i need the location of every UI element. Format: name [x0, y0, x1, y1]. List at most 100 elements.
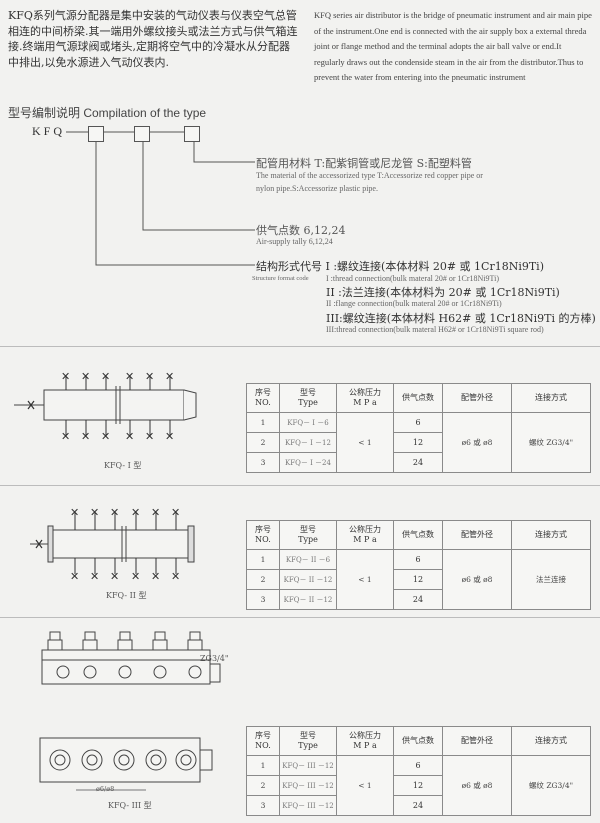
svg-text:✕: ✕: [61, 430, 70, 443]
cell-no: 2: [246, 775, 280, 796]
header-pressure-cn: 公称压力: [349, 388, 381, 397]
cell-pipe: ø6 或 ø8: [442, 549, 512, 610]
cell-no: 3: [246, 795, 280, 816]
header-pipe: 配管外径: [442, 726, 512, 756]
table-row: 2 KFQ－ I －12 12: [246, 432, 591, 453]
structure-label-en: Structure format code: [252, 275, 309, 282]
cell-points: 24: [393, 452, 443, 473]
cell-no: 2: [246, 432, 280, 453]
cell-type: KFQ－ III －12: [279, 775, 337, 796]
tally-label-cn: 供气点数 6,12,24: [256, 224, 346, 237]
material-label-en-2: nylon pipe.S:Accessorize plastic pipe.: [256, 184, 378, 193]
intro-english: KFQ series air distributor is the bridge…: [314, 10, 592, 82]
cell-points: 12: [393, 569, 443, 590]
header-pressure-en: M P a: [353, 741, 377, 750]
cell-points: 6: [393, 412, 443, 433]
header-no-cn: 序号: [255, 731, 271, 740]
header-no-en: NO.: [255, 741, 271, 750]
thread-spec-label: ZG3/4": [200, 654, 229, 663]
svg-text:✕: ✕: [101, 430, 110, 443]
cell-pressure: < 1: [336, 755, 394, 816]
divider-3: [0, 617, 600, 618]
table-row: 1 KFQ－ II －6 < 1 6 ø6 或 ø8 法兰连接: [246, 549, 591, 610]
header-type-cn: 型号: [300, 731, 316, 740]
header-pipe: 配管外径: [442, 383, 512, 413]
svg-text:✕: ✕: [81, 430, 90, 443]
cell-type: KFQ－ II －12: [279, 569, 337, 590]
table-row: 2 KFQ－ III －12 12: [246, 775, 591, 796]
svg-text:✕: ✕: [171, 570, 180, 583]
svg-text:✕: ✕: [110, 570, 119, 583]
cell-pipe: ø6 或 ø8: [442, 412, 512, 473]
header-pressure-cn: 公称压力: [349, 731, 381, 740]
cell-points: 6: [393, 755, 443, 776]
header-pressure-en: M P a: [353, 398, 377, 407]
code-box-material: [184, 126, 200, 142]
svg-text:✕: ✕: [145, 370, 154, 383]
cell-points: 24: [393, 795, 443, 816]
svg-text:✕: ✕: [61, 370, 70, 383]
header-conn: 连接方式: [511, 520, 591, 550]
pipe-dim-label: ø6/ø8: [96, 785, 115, 793]
header-conn: 连接方式: [511, 726, 591, 756]
svg-text:✕: ✕: [131, 506, 140, 519]
drawing-type-2: ✕✕✕ ✕✕✕ ✕✕✕ ✕✕✕: [30, 506, 195, 583]
tally-label-en: Air-supply tally 6,12,24: [256, 237, 333, 246]
cell-type: KFQ－ I －6: [279, 412, 337, 433]
table-row: 2 KFQ－ II －12 12: [246, 569, 591, 590]
table-row: 1 KFQ－ I －6 < 1 6 ø6 或 ø8 螺纹 ZG3/4": [246, 412, 591, 473]
material-label-cn: 配管用材料 T:配紫铜管或尼龙管 S:配塑料管: [256, 157, 472, 170]
cell-points: 6: [393, 549, 443, 570]
cell-type: KFQ－ III －12: [279, 795, 337, 816]
cell-type: KFQ－ III －12: [279, 755, 337, 776]
table-row: 3 KFQ－ II －12 24: [246, 589, 591, 610]
cell-pressure: < 1: [336, 549, 394, 610]
cell-no: 3: [246, 452, 280, 473]
code-box-tally: [134, 126, 150, 142]
caption-type-3: KFQ- III 型: [108, 801, 152, 810]
structure-label-cn: 结构形式代号 I :螺纹连接(本体材料 20# 或 1Cr18Ni9Ti): [256, 260, 544, 273]
drawing-type-1: ✕✕✕ ✕✕✕ ✕✕✕ ✕✕✕: [14, 370, 197, 443]
svg-text:✕: ✕: [165, 370, 174, 383]
table-row: 3 KFQ－ I －24 24: [246, 452, 591, 473]
table-row: 1 KFQ－ III －12 < 1 6 ø6 或 ø8 螺纹 ZG3/4": [246, 755, 591, 816]
header-pressure-cn: 公称压力: [349, 525, 381, 534]
header-no-en: NO.: [255, 535, 271, 544]
cell-no: 1: [246, 755, 280, 776]
cell-pressure: < 1: [336, 412, 394, 473]
header-points: 供气点数: [393, 520, 443, 550]
svg-text:✕: ✕: [70, 506, 79, 519]
svg-text:✕: ✕: [90, 506, 99, 519]
svg-text:✕: ✕: [165, 430, 174, 443]
cell-type: KFQ－ II －12: [279, 589, 337, 610]
cell-no: 1: [246, 412, 280, 433]
model-prefix: KFQ: [32, 124, 66, 138]
svg-text:✕: ✕: [125, 430, 134, 443]
cell-pipe: ø6 或 ø8: [442, 755, 512, 816]
section-title: 型号编制说明 Compilation of the type: [8, 106, 207, 120]
header-type-cn: 型号: [300, 525, 316, 534]
svg-text:✕: ✕: [145, 430, 154, 443]
header-no-cn: 序号: [255, 525, 271, 534]
cell-type: KFQ－ II －6: [279, 549, 337, 570]
header-pipe: 配管外径: [442, 520, 512, 550]
caption-type-1: KFQ- I 型: [104, 461, 142, 470]
header-points: 供气点数: [393, 726, 443, 756]
structure-1-en: I :thread connection(bulk materal 20# or…: [326, 274, 499, 283]
cell-no: 3: [246, 589, 280, 610]
header-type-en: Type: [298, 741, 318, 750]
cell-no: 1: [246, 549, 280, 570]
svg-text:✕: ✕: [131, 570, 140, 583]
intro-chinese: KFQ系列气源分配器是集中安装的气动仪表与仪表空气总管相连的中间桥梁.其一端用外…: [8, 9, 298, 69]
cell-conn: 螺纹 ZG3/4": [511, 755, 591, 816]
header-points: 供气点数: [393, 383, 443, 413]
cell-points: 12: [393, 432, 443, 453]
header-type-en: Type: [298, 398, 318, 407]
structure-3-en: III:thread connection(bulk materal H62# …: [326, 325, 544, 334]
header-type-cn: 型号: [300, 388, 316, 397]
svg-text:✕: ✕: [171, 506, 180, 519]
caption-type-2: KFQ- II 型: [106, 591, 147, 600]
svg-text:✕: ✕: [81, 370, 90, 383]
